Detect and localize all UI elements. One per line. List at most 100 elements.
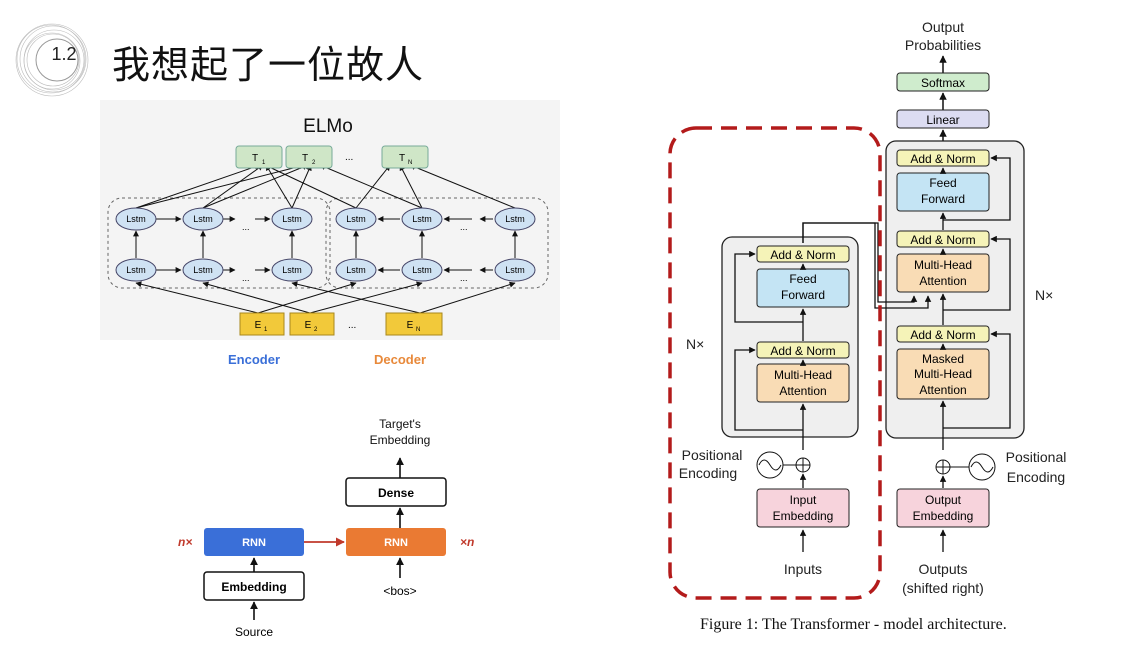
output-embedding-label-1: Output — [925, 493, 962, 507]
encoder-positional-add-icon — [795, 457, 811, 473]
elmo-output-ellipsis: ... — [345, 152, 353, 163]
svg-text:2: 2 — [312, 160, 316, 166]
elmo-ellipsis-enc-top: ... — [242, 222, 250, 232]
figure-caption: Figure 1: The Transformer - model archit… — [700, 616, 1007, 633]
svg-text:T: T — [302, 153, 308, 164]
svg-text:Lstm: Lstm — [505, 265, 525, 275]
svg-text:Lstm: Lstm — [126, 265, 146, 275]
encoder-positional-label-2: Encoding — [679, 465, 737, 481]
right-multiplier: ×n — [460, 535, 474, 549]
left-multiplier: n× — [178, 535, 192, 549]
inputs-label: Inputs — [784, 561, 822, 577]
input-embedding-box — [756, 488, 850, 528]
svg-text:1: 1 — [262, 160, 266, 166]
decoder-mha-label-2: Attention — [919, 274, 966, 288]
svg-text:T: T — [252, 153, 258, 164]
svg-text:Lstm: Lstm — [505, 214, 525, 224]
svg-text:T: T — [399, 153, 405, 164]
svg-text:N: N — [416, 327, 420, 333]
svg-text:Lstm: Lstm — [412, 214, 432, 224]
outputs-label-2: (shifted right) — [902, 580, 984, 596]
output-probs-line1: Output — [922, 19, 964, 35]
elmo-ellipsis-dec-bot: ... — [460, 273, 468, 283]
encoder-rnn-box — [204, 528, 304, 556]
decoder-add-norm-1-label: Add & Norm — [910, 328, 975, 342]
output-embedding-box — [896, 488, 990, 528]
encoder-nx-label: N× — [686, 336, 704, 352]
encoder-add-norm-2 — [756, 245, 850, 263]
page-title: 我想起了一位故人 — [112, 43, 425, 87]
encoder-highlight-box — [668, 126, 882, 600]
softmax-box — [896, 72, 990, 92]
encoder-mha-label-1: Multi-Head — [774, 368, 832, 382]
svg-text:1: 1 — [264, 327, 268, 333]
linear-box — [896, 109, 990, 129]
lstm-cell-enc-bot-2: Lstm — [182, 258, 224, 282]
lstm-cell-enc-top-1: Lstm — [115, 207, 157, 231]
decoder-positional-label-2: Encoding — [1007, 469, 1065, 485]
decoder-ff-label-1: Feed — [929, 176, 956, 190]
svg-text:Lstm: Lstm — [193, 214, 213, 224]
lstm-cell-enc-top-2: Lstm — [182, 207, 224, 231]
svg-text:Lstm: Lstm — [126, 214, 146, 224]
encoder-block — [721, 236, 859, 438]
seq2seq-diagram: Target's Embedding Dense n× RNN RNN ×n E… — [178, 417, 474, 639]
input-embedding-label-1: Input — [790, 493, 817, 507]
lstm-cell-dec-top-2: Lstm — [401, 207, 443, 231]
lstm-cell-enc-bot-1: Lstm — [115, 258, 157, 282]
decoder-add-norm-2-label: Add & Norm — [910, 233, 975, 247]
svg-text:Lstm: Lstm — [193, 265, 213, 275]
encoder-rnn-label: RNN — [242, 537, 266, 549]
elmo-title: ELMo — [303, 116, 353, 137]
decoder-rnn-box — [346, 528, 446, 556]
svg-text:Lstm: Lstm — [282, 265, 302, 275]
decoder-nx-label: N× — [1035, 287, 1053, 303]
outputs-label-1: Outputs — [918, 561, 967, 577]
lstm-cell-dec-top-1: Lstm — [335, 207, 377, 231]
svg-text:E: E — [407, 320, 414, 331]
encoder-ff-label-1: Feed — [789, 272, 816, 286]
decoder-ff-label-2: Forward — [921, 192, 965, 206]
target-label-line1: Target's — [379, 417, 421, 431]
embedding-label: Embedding — [221, 580, 286, 594]
svg-text:Lstm: Lstm — [346, 214, 366, 224]
svg-text:E: E — [305, 320, 312, 331]
decoder-sine-wave-icon — [950, 453, 996, 481]
lstm-cell-enc-top-3: Lstm — [271, 207, 313, 231]
decoder-masked-label-3: Attention — [919, 383, 966, 397]
section-badge — [15, 23, 89, 97]
elmo-connections — [133, 163, 518, 314]
elmo-input-ellipsis: ... — [348, 320, 356, 331]
svg-text:Lstm: Lstm — [346, 265, 366, 275]
lstm-cell-dec-bot-2: Lstm — [401, 258, 443, 282]
encoder-positional-label-1: Positional — [682, 447, 743, 463]
input-embedding-label-2: Embedding — [773, 509, 834, 523]
decoder-masked-label-1: Masked — [922, 352, 964, 366]
encoder-sine-wave-icon — [756, 451, 796, 479]
section-number: 1.2 — [51, 44, 77, 64]
badge-swirl-icon — [15, 23, 89, 97]
transformer-diagram: Output Probabilities Softmax Linear Add … — [668, 19, 1066, 600]
svg-text:Lstm: Lstm — [282, 214, 302, 224]
lstm-cell-enc-bot-3: Lstm — [271, 258, 313, 282]
dense-box — [345, 477, 447, 507]
elmo-ellipsis-dec-top: ... — [460, 222, 468, 232]
transformer-flow — [734, 154, 1011, 450]
encoder-ff-label-2: Forward — [781, 288, 825, 302]
embedding-box — [203, 571, 305, 601]
lstm-cell-dec-top-3: Lstm — [494, 207, 536, 231]
softmax-label: Softmax — [921, 76, 965, 90]
target-label-line2: Embedding — [370, 433, 431, 447]
lstm-cell-dec-bot-3: Lstm — [494, 258, 536, 282]
encoder-add-norm-1 — [756, 341, 850, 359]
encoder-add-norm-1-label: Add & Norm — [770, 344, 835, 358]
lstm-cell-dec-bot-1: Lstm — [335, 258, 377, 282]
output-embedding-label-2: Embedding — [913, 509, 974, 523]
